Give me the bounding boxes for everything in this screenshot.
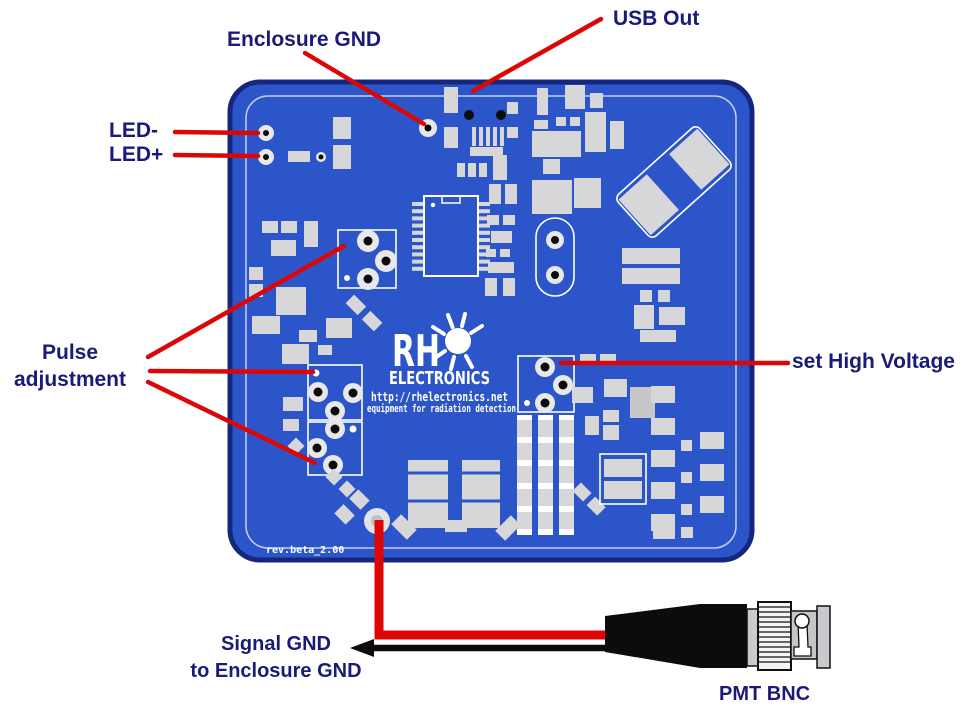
bnc-knurled-ring: [757, 601, 792, 671]
label-pmt-bnc: PMT BNC: [719, 683, 811, 705]
capacitor-columns: [517, 415, 574, 535]
label-enclosure-gnd: Enclosure GND: [227, 28, 382, 51]
bnc-collar: [746, 608, 759, 667]
pointer-usb-out: [470, 16, 604, 94]
sot23-cluster: [572, 379, 655, 440]
ic-pins: [412, 202, 490, 271]
trimmer-high-voltage: [517, 354, 616, 413]
logo-tagline-text: equipment for radiation detection: [367, 403, 516, 415]
logo-main-text: RH: [392, 326, 440, 377]
label-signal-gnd-line1: Signal GND: [220, 633, 331, 655]
sun-icon: [431, 312, 484, 371]
usb-footprint: [444, 85, 624, 180]
pointer-pulse-2: [147, 368, 316, 375]
label-led-minus: LED-: [109, 119, 158, 142]
right-component-cluster: [622, 248, 685, 342]
crystal-footprint: [532, 178, 601, 297]
signal-gnd-arrow: [350, 639, 607, 657]
pointer-pulse-3: [145, 379, 318, 466]
label-signal-gnd-line2: to Enclosure GND: [190, 660, 362, 682]
bnc-boot: [605, 604, 747, 668]
logo-sub-text: ELECTRONICS: [389, 369, 490, 389]
red-signal-cable: [374, 520, 607, 640]
label-pulse-line1: Pulse: [41, 341, 99, 364]
pointer-led-plus: [172, 152, 261, 159]
left-component-cluster: [249, 221, 352, 455]
label-led-plus: LED+: [109, 143, 164, 166]
board-revision-text: rev.beta_2.00: [266, 545, 344, 556]
fuse-holder: [616, 126, 732, 238]
label-pulse-adjustment: Pulse adjustment: [0, 339, 140, 393]
transistor-pads: [391, 460, 521, 541]
bnc-end-cap: [816, 605, 831, 669]
led-pads: [258, 117, 351, 169]
pointer-enclosure-gnd: [302, 50, 427, 127]
label-usb-out: USB Out: [613, 7, 700, 30]
pointer-led-minus: [172, 129, 261, 136]
diode-ladder: [572, 386, 724, 539]
label-pulse-line2: adjustment: [13, 368, 126, 391]
rh-electronics-logo: RH ELECTRONICS http://rhelectronics.net …: [367, 312, 516, 415]
pointer-pulse-1: [145, 243, 347, 360]
trimmer-pulse-1: [337, 229, 397, 290]
bnc-connector: [605, 601, 831, 671]
silkscreen-outline: [245, 95, 737, 549]
label-set-high-voltage: set High Voltage: [792, 350, 955, 373]
ic-chip: [412, 195, 490, 277]
diagonal-resistors: [345, 294, 383, 332]
logo-url-text: http://rhelectronics.net: [371, 389, 508, 404]
label-signal-gnd: Signal GND to Enclosure GND: [170, 631, 382, 685]
pcb-board: RH ELECTRONICS http://rhelectronics.net …: [227, 79, 755, 563]
annotation-lines: [145, 16, 791, 466]
smd-cluster-center: [485, 184, 517, 296]
bnc-bayonet-slot: [793, 613, 812, 657]
